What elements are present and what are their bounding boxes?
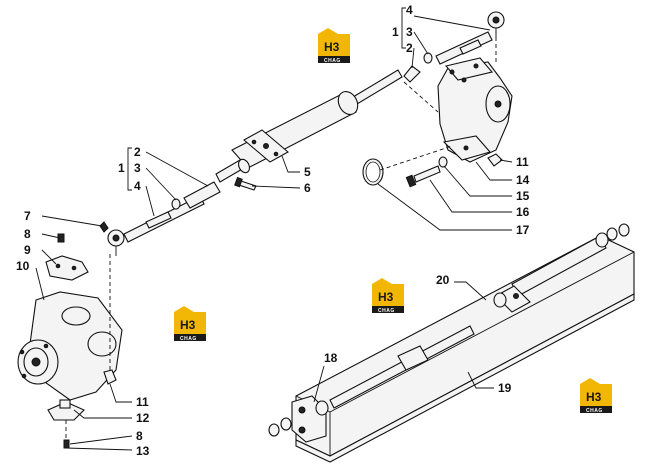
- logo-top: H3 CHAG: [318, 28, 350, 64]
- callout-3-left: 3: [134, 161, 141, 175]
- callout-5: 5: [304, 165, 311, 179]
- logo-band-text: CHAG: [378, 308, 395, 314]
- callout-10: 10: [16, 259, 30, 273]
- logo-bottom-right: H3 CHAG: [580, 378, 612, 414]
- steering-cylinder-upper: [215, 69, 403, 183]
- steering-knuckle-left: [17, 233, 123, 449]
- callout-16: 16: [516, 205, 530, 219]
- callout-8-upper: 8: [24, 227, 31, 241]
- callout-7: 7: [24, 209, 31, 223]
- logo-band-text: CHAG: [324, 58, 341, 64]
- callout-11-lower: 11: [136, 395, 149, 409]
- callout-19: 19: [498, 381, 512, 395]
- callout-leaders: [35, 7, 513, 451]
- logo-mark: H3: [586, 390, 602, 404]
- callout-13: 13: [136, 444, 150, 458]
- logo-mark: H3: [324, 40, 340, 54]
- callout-20: 20: [436, 273, 450, 287]
- steering-knuckle-upper: [437, 57, 513, 167]
- tie-rod-left: [99, 181, 221, 256]
- callout-2-left: 2: [134, 145, 141, 159]
- callout-1-upper: 1: [392, 25, 399, 39]
- callout-8-lower: 8: [136, 429, 143, 443]
- callout-labels: 4 1 3 2 2 1 3 4 5 6 7 8 9 10 11 12 8 13 …: [16, 3, 530, 458]
- callout-12: 12: [136, 411, 150, 425]
- logo-mark: H3: [378, 290, 394, 304]
- callout-15: 15: [516, 189, 530, 203]
- bolt-6: [234, 176, 257, 191]
- callout-4-upper: 4: [406, 3, 413, 17]
- callout-6: 6: [304, 181, 311, 195]
- logo-left: H3 CHAG: [174, 306, 206, 342]
- callout-9: 9: [24, 243, 31, 257]
- axle-housing: [268, 223, 635, 463]
- logo-middle: H3 CHAG: [372, 278, 404, 314]
- callout-4-left: 4: [134, 179, 141, 193]
- logo-band-text: CHAG: [586, 408, 603, 414]
- callout-14: 14: [516, 173, 530, 187]
- callout-17: 17: [516, 223, 530, 237]
- logo-band-text: CHAG: [180, 336, 197, 342]
- steering-cylinder-lower: [329, 232, 609, 409]
- bolt-15: [405, 156, 448, 188]
- callout-2-upper: 2: [406, 41, 413, 55]
- logo-mark: H3: [180, 318, 196, 332]
- callout-18: 18: [324, 351, 338, 365]
- tie-rod-upper: [403, 11, 505, 83]
- callout-1-left: 1: [118, 161, 125, 175]
- callout-11-upper: 11: [516, 155, 529, 169]
- callout-3-upper: 3: [406, 25, 413, 39]
